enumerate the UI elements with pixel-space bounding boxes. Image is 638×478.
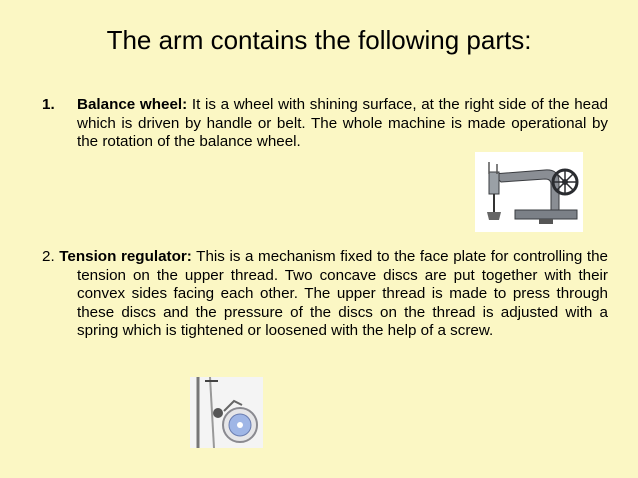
tension-regulator-image xyxy=(190,376,263,449)
slide-title: The arm contains the following parts: xyxy=(106,25,532,55)
sewing-machine-image xyxy=(475,152,583,232)
item-description: It is a wheel with shining surface, at t… xyxy=(77,96,608,151)
item-term: Tension regulator: xyxy=(59,248,192,265)
item-number: 2. xyxy=(42,248,60,265)
item-description: This is a mechanism fixed to the face pl… xyxy=(77,248,608,340)
list-item-balance-wheel: 1. Balance wheel: It is a wheel with shin… xyxy=(42,96,608,152)
list-item-tension-regulator: 2. Tension regulator: This is a mechanis… xyxy=(42,248,608,341)
item-term: Balance wheel: xyxy=(77,96,188,113)
item-number: 1. xyxy=(42,96,55,113)
